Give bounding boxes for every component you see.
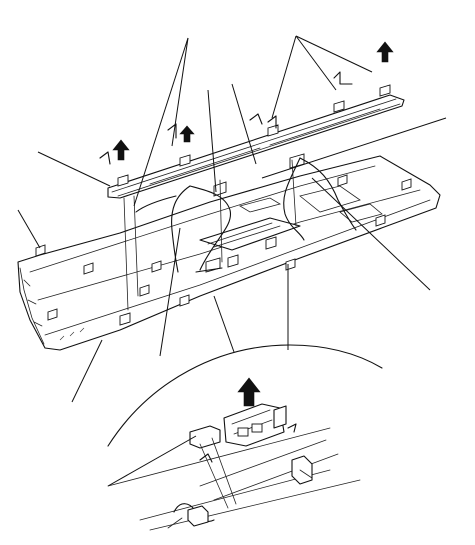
upper-garnish-rail xyxy=(107,84,405,199)
guide-lines xyxy=(123,159,297,311)
panel-end-detail xyxy=(19,267,85,345)
wire-harness xyxy=(135,157,357,273)
leader-line xyxy=(17,35,447,403)
detail-view xyxy=(107,344,383,531)
main-trim-panel xyxy=(17,155,441,351)
detail-connector xyxy=(223,403,287,447)
panel-clip xyxy=(35,174,412,326)
twist-arrow xyxy=(99,71,353,463)
removal-direction-arrow xyxy=(112,41,394,407)
